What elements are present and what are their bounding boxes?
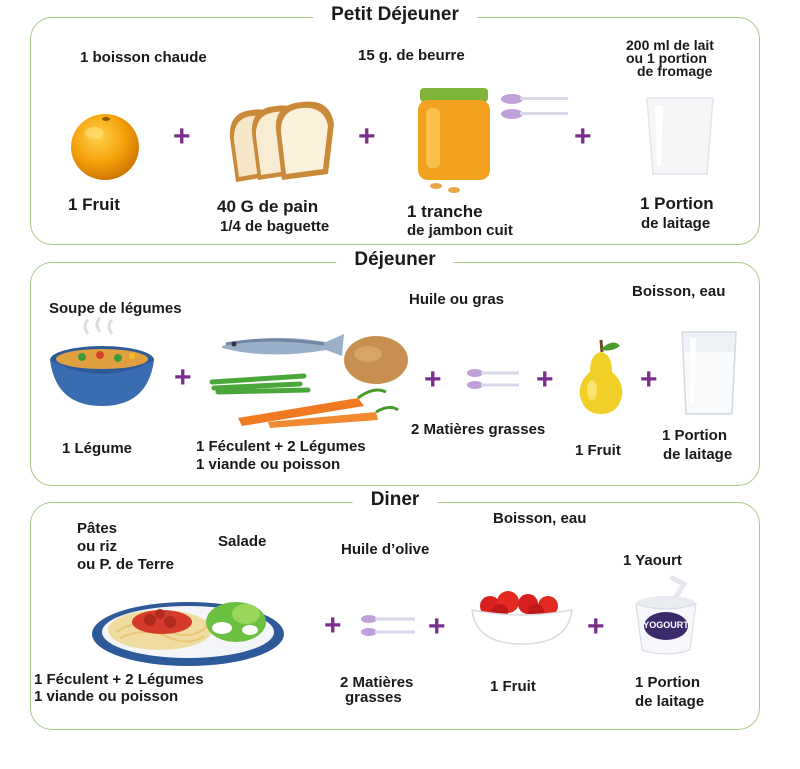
dinner-pasta-label-1: Pâtes: [77, 520, 118, 537]
dinner-dairy-label-1: 1 Portion: [635, 674, 701, 691]
glass-illustration: [645, 96, 715, 178]
dinner-fats-label-2: grasses: [345, 689, 402, 706]
lunch-soup-label: Soupe de légumes: [49, 300, 182, 317]
dinner-dairy-label-2: de laitage: [635, 693, 705, 710]
plus-icon: +: [428, 610, 446, 643]
yogurt-pot-illustration: YOGOURT: [632, 575, 698, 658]
dinner-pasta-label-2: ou riz: [77, 538, 117, 555]
lunch-fruit-label: 1 Fruit: [575, 442, 621, 459]
soup-bowl-illustration: [48, 316, 156, 408]
lunch-starch-label-2: 1 viande ou poisson: [196, 456, 341, 473]
plus-icon: +: [536, 363, 554, 396]
orange-illustration: [70, 113, 140, 181]
lunch-dairy-label-1: 1 Portion: [662, 427, 728, 444]
lunch-fats-label: 2 Matières grasses: [411, 421, 546, 438]
dinner-yogurt-label: 1 Yaourt: [623, 552, 682, 569]
plus-icon: +: [587, 610, 605, 643]
breakfast-title: Petit Déjeuner: [313, 4, 477, 26]
dinner-starch-label-2: 1 viande ou poisson: [34, 688, 179, 705]
plus-icon: +: [574, 120, 592, 153]
breakfast-dairy-label-2: de laitage: [641, 215, 711, 232]
fish-vegetables-illustration: [208, 326, 408, 430]
plus-icon: +: [173, 120, 191, 153]
breakfast-bread-label-1: 40 G de pain: [217, 197, 319, 216]
breakfast-bread-label-2: 1/4 de baguette: [220, 218, 330, 235]
dinner-olive-oil-label: Huile d’olive: [341, 541, 430, 558]
pasta-plate-illustration: [90, 592, 286, 668]
bread-illustration: [222, 98, 352, 188]
plus-icon: +: [358, 120, 376, 153]
lunch-dairy-label-2: de laitage: [663, 446, 733, 463]
lunch-oil-label: Huile ou gras: [409, 291, 505, 308]
dinner-starch-label-1: 1 Féculent + 2 Légumes: [34, 671, 204, 688]
dinner-pasta-label-3: ou P. de Terre: [77, 556, 174, 573]
lunch-title: Déjeuner: [336, 249, 454, 271]
breakfast-fruit-label: 1 Fruit: [68, 195, 120, 214]
lunch-vegetable-label: 1 Légume: [62, 440, 133, 457]
lunch-starch-label-1: 1 Féculent + 2 Légumes: [196, 438, 366, 455]
dinner-drink-label: Boisson, eau: [493, 510, 587, 527]
lunch-panel: Déjeuner: [30, 249, 760, 486]
plus-icon: +: [424, 363, 442, 396]
breakfast-ham-label-2: de jambon cuit: [407, 222, 513, 239]
spoons-icon: [466, 368, 520, 390]
breakfast-panel: Petit Déjeuner: [30, 4, 760, 245]
plus-icon: +: [174, 361, 192, 394]
dinner-fruit-label: 1 Fruit: [490, 678, 536, 695]
strawberry-bowl-illustration: [470, 590, 574, 646]
plus-icon: +: [324, 609, 342, 642]
breakfast-butter-label: 15 g. de beurre: [358, 47, 465, 64]
plus-icon: +: [640, 363, 658, 396]
spoons-icon: [500, 92, 570, 122]
breakfast-hot-drink-label: 1 boisson chaude: [80, 49, 207, 66]
yogurt-brand-text: YOGOURT: [643, 620, 689, 630]
spoons-icon: [360, 614, 416, 638]
breakfast-milk-label-2: ou 1 portion: [626, 50, 707, 66]
breakfast-milk-label-3: de fromage: [637, 63, 713, 79]
jar-illustration: [414, 86, 494, 194]
dinner-fats-label-1: 2 Matières: [340, 674, 414, 691]
breakfast-ham-label-1: 1 tranche: [407, 202, 483, 221]
lunch-drink-label: Boisson, eau: [632, 283, 726, 300]
dinner-salad-label: Salade: [218, 533, 267, 550]
pear-illustration: [574, 338, 628, 416]
glass-illustration: [680, 330, 738, 416]
breakfast-dairy-label-1: 1 Portion: [640, 194, 714, 213]
breakfast-milk-label-1: 200 ml de lait: [626, 37, 714, 53]
dinner-title: Diner: [352, 489, 438, 511]
